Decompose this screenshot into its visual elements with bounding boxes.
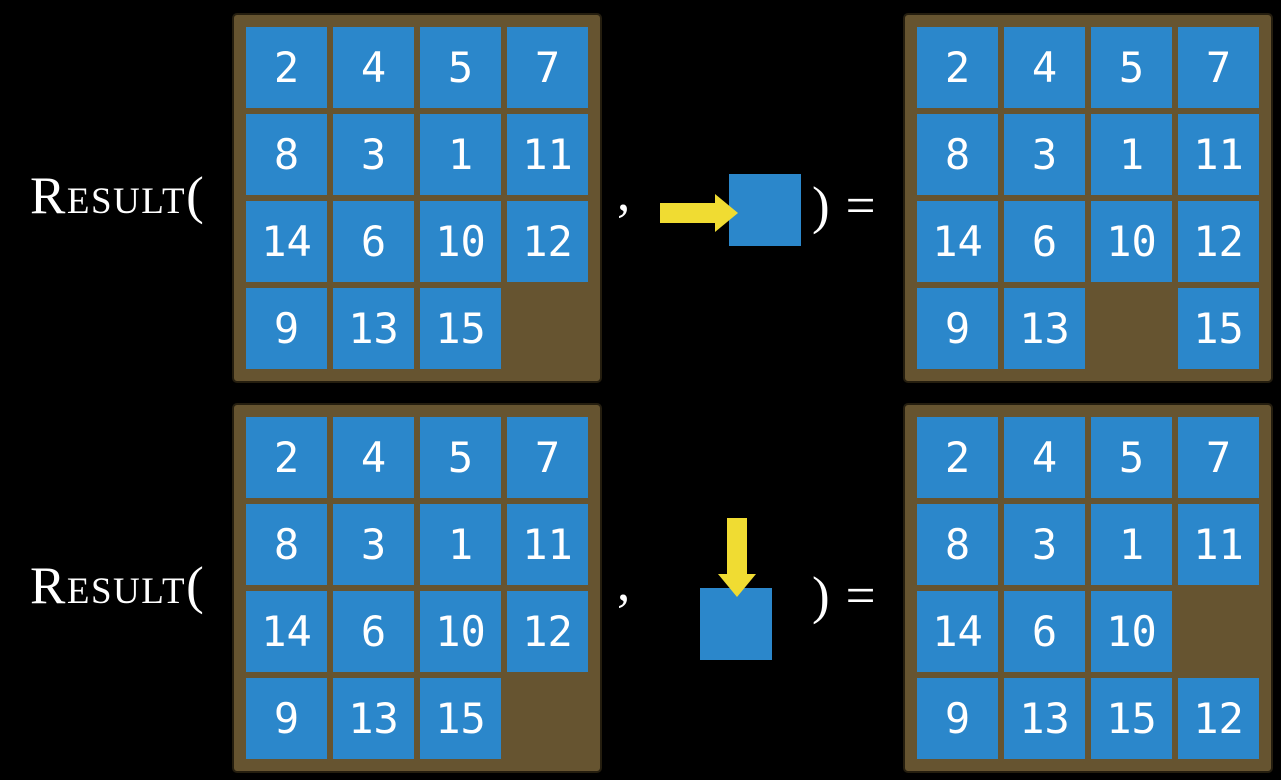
empty-cell: [1091, 288, 1172, 369]
open-paren: (: [186, 167, 204, 225]
move-down-indicator: [700, 518, 772, 660]
open-paren: (: [186, 557, 204, 615]
tile-13: 13: [1004, 288, 1085, 369]
equals-sign: =: [845, 566, 876, 625]
tile-6: 6: [333, 201, 414, 282]
tile-5: 5: [420, 417, 501, 498]
tile-7: 7: [507, 27, 588, 108]
tile-5: 5: [1091, 417, 1172, 498]
tile-13: 13: [1004, 678, 1085, 759]
move-tile: [700, 588, 772, 660]
close-paren-equals: )=: [812, 170, 876, 242]
tile-4: 4: [1004, 417, 1085, 498]
tile-9: 9: [246, 678, 327, 759]
tile-7: 7: [1178, 417, 1259, 498]
tile-6: 6: [1004, 201, 1085, 282]
result-function-label: Result(: [30, 166, 204, 227]
tile-9: 9: [246, 288, 327, 369]
tile-8: 8: [917, 504, 998, 585]
tile-10: 10: [420, 201, 501, 282]
tile-4: 4: [333, 417, 414, 498]
tile-2: 2: [246, 417, 327, 498]
empty-cell: [1178, 591, 1259, 672]
tile-15: 15: [1091, 678, 1172, 759]
tile-9: 9: [917, 678, 998, 759]
close-paren: ): [812, 566, 830, 625]
tile-5: 5: [1091, 27, 1172, 108]
tile-5: 5: [420, 27, 501, 108]
tile-14: 14: [917, 201, 998, 282]
tile-15: 15: [1178, 288, 1259, 369]
tile-11: 11: [507, 504, 588, 585]
empty-cell: [507, 288, 588, 369]
tile-7: 7: [1178, 27, 1259, 108]
tile-15: 15: [420, 288, 501, 369]
tile-11: 11: [1178, 114, 1259, 195]
function-name: Result: [30, 167, 187, 225]
tile-2: 2: [246, 27, 327, 108]
tile-8: 8: [917, 114, 998, 195]
tile-1: 1: [420, 114, 501, 195]
comma-separator: ,: [617, 164, 631, 222]
tile-12: 12: [1178, 678, 1259, 759]
tile-11: 11: [507, 114, 588, 195]
tile-4: 4: [1004, 27, 1085, 108]
tile-12: 12: [507, 591, 588, 672]
tile-1: 1: [1091, 504, 1172, 585]
tile-10: 10: [1091, 201, 1172, 282]
tile-10: 10: [420, 591, 501, 672]
down-arrow-icon: [718, 518, 756, 597]
tile-6: 6: [333, 591, 414, 672]
tile-3: 3: [333, 114, 414, 195]
tile-4: 4: [333, 27, 414, 108]
close-paren-equals: )=: [812, 560, 876, 632]
move-tile: [729, 174, 801, 246]
result-function-label: Result(: [30, 556, 204, 617]
close-paren: ): [812, 176, 830, 235]
tile-2: 2: [917, 27, 998, 108]
tile-1: 1: [1091, 114, 1172, 195]
move-right-indicator: [660, 174, 801, 246]
comma-separator: ,: [617, 554, 631, 612]
tile-13: 13: [333, 678, 414, 759]
tile-14: 14: [246, 201, 327, 282]
tile-8: 8: [246, 504, 327, 585]
tile-12: 12: [507, 201, 588, 282]
tile-9: 9: [917, 288, 998, 369]
tile-12: 12: [1178, 201, 1259, 282]
tile-10: 10: [1091, 591, 1172, 672]
empty-cell: [507, 678, 588, 759]
tile-7: 7: [507, 417, 588, 498]
right-arrow-icon: [660, 194, 738, 232]
tile-1: 1: [420, 504, 501, 585]
tile-2: 2: [917, 417, 998, 498]
tile-14: 14: [917, 591, 998, 672]
tile-3: 3: [1004, 114, 1085, 195]
tile-6: 6: [1004, 591, 1085, 672]
tile-3: 3: [1004, 504, 1085, 585]
function-name: Result: [30, 557, 187, 615]
tile-14: 14: [246, 591, 327, 672]
tile-15: 15: [420, 678, 501, 759]
tile-3: 3: [333, 504, 414, 585]
tile-8: 8: [246, 114, 327, 195]
tile-13: 13: [333, 288, 414, 369]
equals-sign: =: [845, 176, 876, 235]
tile-11: 11: [1178, 504, 1259, 585]
